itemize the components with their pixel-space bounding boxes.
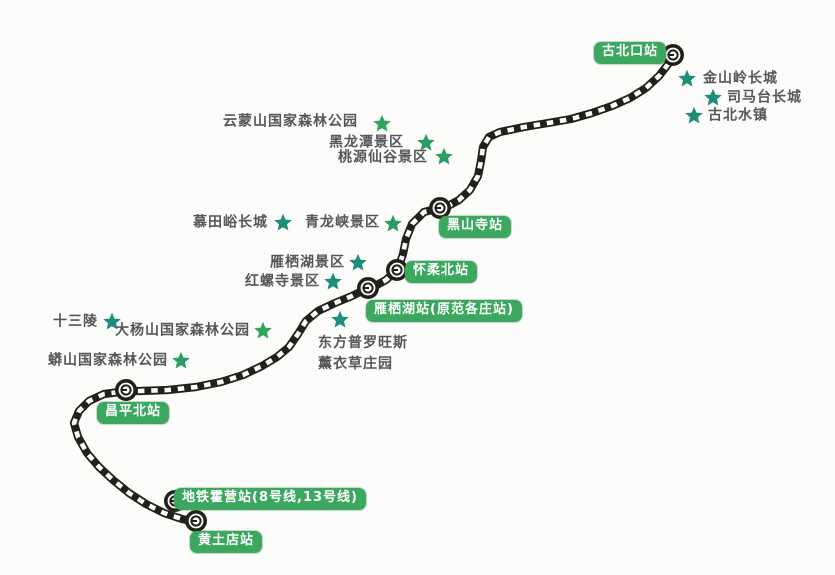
- attraction-label-lavender-manor: 东方普罗旺斯 薰衣草庄园: [318, 335, 408, 372]
- station-label-changpingbei: 昌平北站: [96, 402, 170, 424]
- star-icon: [254, 321, 272, 339]
- star-icon: [704, 88, 722, 106]
- attraction-label-taoyuanxiangu-scenic-area: 桃源仙谷景区: [338, 149, 428, 166]
- station-marker-heishansi: [428, 197, 452, 219]
- star-icon: [373, 114, 391, 132]
- railway-track-ties: [71, 50, 678, 525]
- star-icon: [435, 147, 453, 165]
- station-marker-gubeikou: [661, 43, 685, 66]
- star-icon: [384, 214, 402, 232]
- attraction-label-hongluo-temple-scenic-area: 红螺寺景区: [245, 273, 320, 290]
- attraction-label-yanqi-lake-scenic-area: 雁栖湖景区: [270, 254, 345, 271]
- star-icon: [172, 351, 190, 369]
- star-icon: [331, 310, 349, 328]
- star-icon: [274, 213, 292, 231]
- star-icon: [349, 253, 367, 271]
- station-marker-yanqihu: [356, 276, 380, 300]
- star-icon: [678, 69, 696, 87]
- station-marker-huangtudian: [185, 509, 207, 533]
- attraction-label-gubei-water-town: 古北水镇: [708, 107, 768, 124]
- attraction-label-ming-tombs: 十三陵: [53, 313, 98, 330]
- station-label-metro-huoying: 地铁霍营站(8号线,13号线): [174, 488, 366, 510]
- attraction-label-dayangshan-forest-park: 大杨山国家森林公园: [115, 322, 250, 339]
- attraction-label-heilongtan-scenic-area: 黑龙潭景区: [329, 134, 404, 151]
- station-label-heishansi: 黑山寺站: [438, 216, 512, 238]
- station-label-gubeikou: 古北口站: [593, 42, 667, 64]
- star-icon: [685, 106, 703, 124]
- attraction-label-mangshan-forest-park: 蟒山国家森林公园: [48, 352, 168, 369]
- attraction-label-yunmengshan-forest-park: 云蒙山国家森林公园: [223, 113, 358, 130]
- station-label-yanqihu: 雁栖湖站(原范各庄站): [366, 300, 522, 322]
- station-label-huairoubei: 怀柔北站: [404, 261, 478, 283]
- attraction-label-mutianyu-great-wall: 慕田峪长城: [193, 214, 268, 231]
- star-icon: [324, 272, 342, 290]
- attraction-label-qinglongxia-scenic-area: 青龙峡景区: [305, 214, 380, 231]
- attraction-label-simatai-great-wall: 司马台长城: [727, 89, 802, 106]
- station-marker-changpingbei: [115, 378, 137, 402]
- station-marker-huairoubei: [385, 258, 409, 282]
- station-label-huangtudian: 黄土店站: [189, 531, 263, 553]
- attraction-label-jinshanling-great-wall: 金山岭长城: [703, 70, 778, 87]
